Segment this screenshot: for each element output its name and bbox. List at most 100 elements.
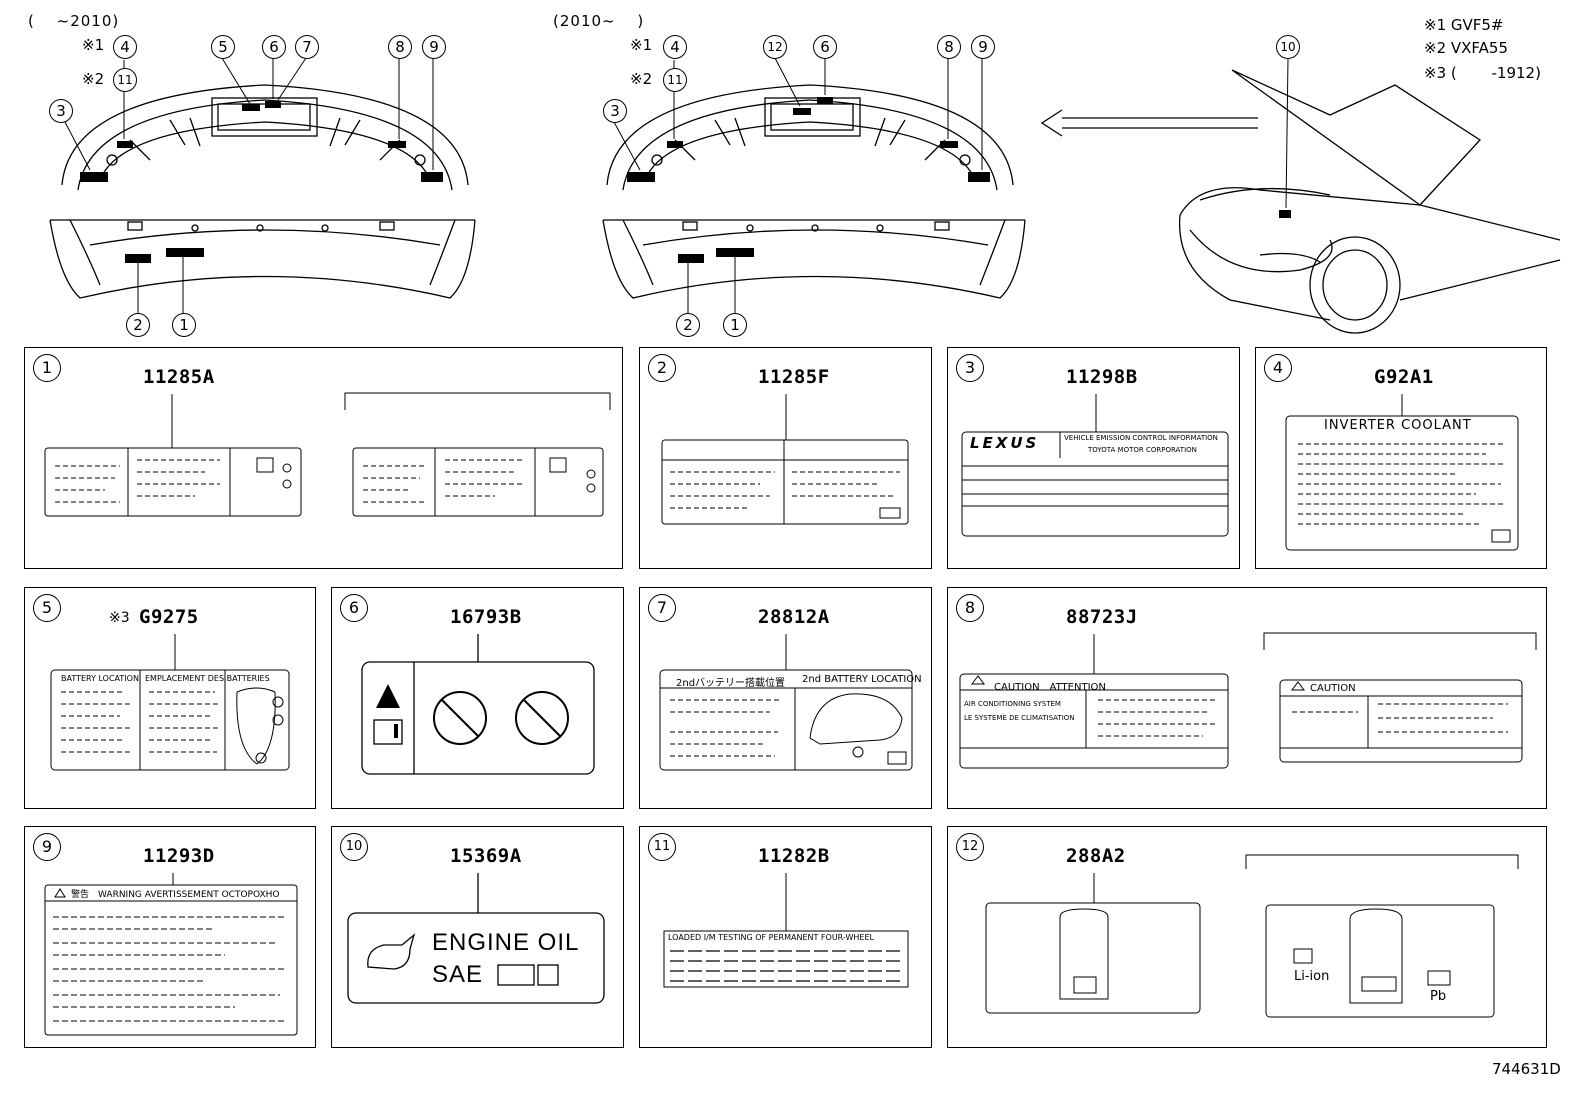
panel-2: 2 11285F (639, 347, 932, 569)
label-drawing (44, 392, 611, 517)
car-perspective (1178, 69, 1561, 334)
note-mark-2: ※2 (82, 70, 105, 88)
callout-11-center: 11 (663, 68, 687, 92)
label-drawing (44, 873, 298, 1036)
label-drawing (663, 873, 909, 988)
panel-number: 1 (33, 354, 61, 382)
panel-number: 6 (340, 594, 368, 622)
battery2-jp-text: 2ndバッテリー搭載位置 (676, 678, 786, 689)
part-code: G9275 (139, 606, 199, 628)
note-mark-1-center: ※1 (630, 36, 653, 54)
hood-bottom-left (49, 219, 476, 299)
part-code: 28812A (758, 606, 830, 628)
emplacement-text: EMPLACEMENT DES BATTERIES (145, 674, 270, 683)
panel-3: 3 11298B LEXUS VEHICLE EMISSION CONTROL … (947, 347, 1240, 569)
label-drawing (1285, 394, 1519, 551)
callout-8: 8 (388, 35, 412, 59)
callout-11: 11 (113, 68, 137, 92)
panel-6: 6 16793B (331, 587, 624, 809)
part-code: 11285F (758, 366, 830, 388)
note-3: ※3 ( -1912) (1424, 64, 1541, 82)
callout-6: 6 (262, 35, 286, 59)
note-mark-2-center: ※2 (630, 70, 653, 88)
label-drawing (659, 634, 913, 771)
hood-bottom-center (602, 219, 1026, 299)
hood-top-left (61, 84, 469, 191)
part-code: 288A2 (1066, 845, 1126, 867)
ac-system-text: AIR CONDITIONING SYSTEM (964, 700, 1061, 708)
part-code: 11293D (143, 845, 215, 867)
direction-arrow (1040, 109, 1258, 137)
callout-9-center: 9 (971, 35, 995, 59)
oil-can-icon (367, 933, 416, 970)
emission-title: VEHICLE EMISSION CONTROL INFORMATION (1064, 434, 1218, 442)
loaded-test-text: LOADED I/M TESTING OF PERMANENT FOUR-WHE… (668, 933, 874, 942)
engine-oil-text: ENGINE OIL (432, 929, 580, 956)
callout-6-center: 6 (813, 35, 837, 59)
caution-text: CAUTION (1310, 683, 1356, 694)
panel-number: 11 (648, 833, 676, 861)
label-drawing (347, 873, 605, 1004)
panel-4: 4 G92A1 INVERTER COOLANT (1255, 347, 1547, 569)
pb-text: Pb (1430, 989, 1447, 1004)
callout-4: 4 (113, 35, 137, 59)
part-code: 11282B (758, 845, 830, 867)
battery2-en-text: 2nd BATTERY LOCATION (802, 674, 922, 685)
callout-5: 5 (211, 35, 235, 59)
le-systeme-text: LE SYSTEME DE CLIMATISATION (964, 714, 1075, 722)
label-drawing (661, 394, 909, 525)
panel-number: 3 (956, 354, 984, 382)
li-ion-text: Li-ion (1294, 969, 1330, 984)
label-drawing (50, 634, 290, 771)
sae-text: SAE (432, 961, 484, 988)
callout-8-center: 8 (937, 35, 961, 59)
panel-number: 4 (1264, 354, 1292, 382)
panel-7: 7 28812A 2ndバッテリー搭載位置 2nd BATTERY LOCATI… (639, 587, 932, 809)
note-1: ※1 GVF5# (1424, 16, 1504, 34)
callout-1-center: 1 (723, 313, 747, 337)
battery-location-text: BATTERY LOCATION (61, 674, 139, 683)
panel-number: 2 (648, 354, 676, 382)
note-2: ※2 VXFA55 (1424, 39, 1509, 57)
callout-3-center: 3 (603, 99, 627, 123)
panel-number: 8 (956, 594, 984, 622)
panel-5: 5 ※3 G9275 BATTERY LOCATION EMPLACEMENT … (24, 587, 316, 809)
warning-triangle-icon (376, 684, 400, 708)
period-label-left: ( ~2010) (28, 12, 120, 30)
panel-number: 5 (33, 594, 61, 622)
label-drawing (961, 394, 1229, 537)
callout-10: 10 (1276, 35, 1300, 59)
panel-number: 9 (33, 833, 61, 861)
panel-number: 10 (340, 833, 368, 861)
note-mark-1: ※1 (82, 36, 105, 54)
panel-8: 8 88723J CAUTION ATTENTION AIR CONDITION… (947, 587, 1547, 809)
document-number: 744631D (1492, 1060, 1561, 1078)
panel-10: 10 15369A ENGINE OIL SAE (331, 826, 624, 1048)
label-drawing (985, 854, 1519, 1018)
hood-top-center (606, 84, 1014, 191)
period-label-center: (2010~ ) (553, 12, 645, 30)
lexus-logo-text: LEXUS (970, 434, 1040, 452)
emission-subtitle: TOYOTA MOTOR CORPORATION (1088, 446, 1197, 454)
part-code: 15369A (450, 845, 522, 867)
part-code: 11285A (143, 366, 215, 388)
callout-12: 12 (763, 35, 787, 59)
panel-11: 11 11282B LOADED I/M TESTING OF PERMANEN… (639, 826, 932, 1048)
part-code: 16793B (450, 606, 522, 628)
note-mark-3: ※3 (109, 610, 130, 626)
callout-7: 7 (295, 35, 319, 59)
panel-number: 7 (648, 594, 676, 622)
part-code: 11298B (1066, 366, 1138, 388)
callout-2: 2 (126, 313, 150, 337)
panel-number: 12 (956, 833, 984, 861)
callout-3: 3 (49, 99, 73, 123)
panel-1: 1 11285A (24, 347, 623, 569)
callout-4-center: 4 (663, 35, 687, 59)
warning-text: 警告 WARNING AVERTISSEMENT OCTOPOXHO (71, 890, 280, 900)
sticker-markers (80, 97, 1291, 263)
caution-attention-text: CAUTION ATTENTION (994, 682, 1106, 693)
panel-12: 12 288A2 Li-ion Pb (947, 826, 1547, 1048)
warning-label-drawing (361, 634, 595, 775)
callout-1: 1 (172, 313, 196, 337)
part-code: 88723J (1066, 606, 1138, 628)
